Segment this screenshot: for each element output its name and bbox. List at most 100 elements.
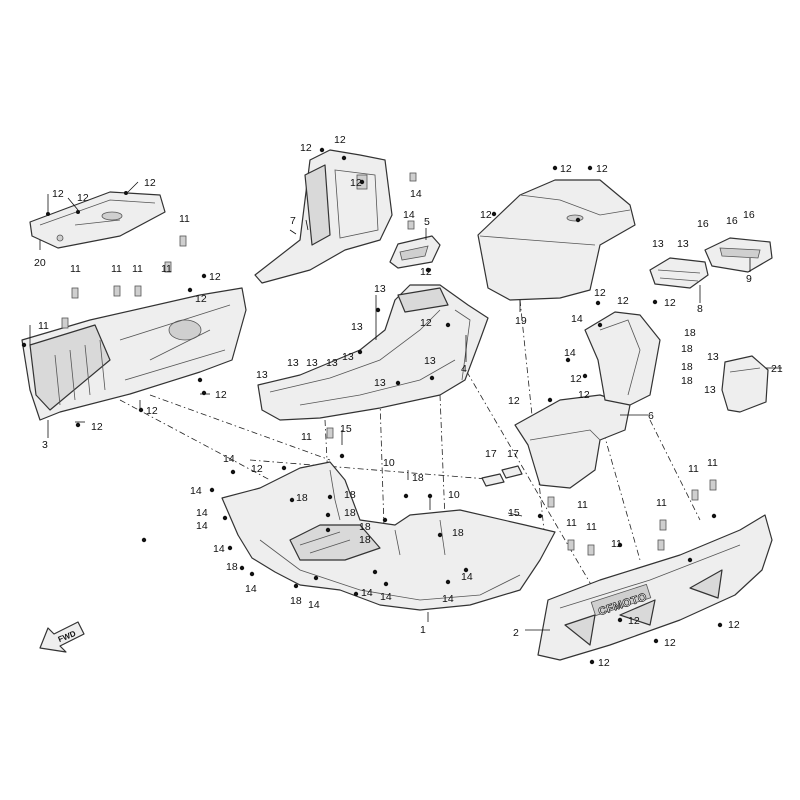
callout-12q: 12: [617, 295, 629, 307]
callout-12u: 12: [578, 389, 590, 401]
callout-2: 2: [513, 627, 519, 639]
part-6-right-bracket: [514, 311, 661, 489]
callout-15b: 15: [508, 507, 520, 519]
leader-lines: [29, 181, 782, 631]
callout-12f: 12: [215, 389, 227, 401]
part-3-left-side-panel: [21, 287, 247, 421]
callout-13d: 13: [326, 357, 338, 369]
callout-12b: 12: [77, 192, 89, 204]
callout-11f: 11: [38, 320, 49, 332]
part-4-center-console: [257, 284, 489, 421]
callout-18h: 18: [226, 561, 238, 573]
callout-15a: 15: [340, 423, 352, 435]
part-19-storage-box: [477, 179, 636, 301]
part-1-floor-tub: [221, 461, 556, 611]
callout-12w: 12: [251, 463, 263, 475]
callout-12v: 12: [508, 395, 520, 407]
part-5-switch-panel: [389, 235, 441, 269]
callout-12i: 12: [334, 134, 346, 146]
callout-14a: 14: [410, 188, 422, 200]
callout-18c: 18: [344, 489, 356, 501]
fastener-dots: [21, 147, 723, 665]
callout-13h: 13: [374, 377, 386, 389]
callout-12aa: 12: [598, 657, 610, 669]
callout-18j: 18: [684, 327, 696, 339]
callout-numbers: 1 2 3 4 5 6 7 8 9 10 10 13 13 13 13 13 1…: [34, 134, 783, 669]
fastener-icons: [61, 172, 717, 556]
callout-14d: 14: [564, 347, 576, 359]
callout-21: 21: [771, 363, 783, 375]
callout-12h: 12: [91, 421, 103, 433]
callout-16b: 16: [726, 215, 738, 227]
part-21-side-cover: [721, 355, 769, 413]
callout-18l: 18: [681, 361, 693, 373]
callout-12e: 12: [195, 293, 207, 305]
callout-17b: 17: [507, 448, 519, 460]
callout-14b: 14: [403, 209, 415, 221]
callout-14n: 14: [442, 593, 454, 605]
callout-14i: 14: [213, 543, 225, 555]
callout-11m: 11: [688, 463, 699, 475]
fwd-arrow-icon: FWD: [39, 621, 85, 653]
callout-5: 5: [424, 216, 430, 228]
callout-11l: 11: [656, 497, 667, 509]
callout-13k: 13: [677, 238, 689, 250]
callout-3: 3: [42, 439, 48, 451]
callout-4: 4: [461, 363, 467, 375]
callout-7: 7: [290, 215, 296, 227]
callout-14c: 14: [571, 313, 583, 325]
part-9-cushion: [704, 237, 773, 273]
callout-9: 9: [746, 273, 752, 285]
callout-10b: 10: [448, 489, 460, 501]
callout-12r: 12: [664, 297, 676, 309]
callout-14l: 14: [361, 587, 373, 599]
callout-13a: 13: [374, 283, 386, 295]
callout-14k: 14: [308, 599, 320, 611]
callout-12l: 12: [420, 266, 432, 278]
callout-13l: 13: [707, 351, 719, 363]
callout-13j: 13: [652, 238, 664, 250]
callout-14h: 14: [196, 520, 208, 532]
callout-8: 8: [697, 303, 703, 315]
callout-14e: 14: [223, 453, 235, 465]
callout-16c: 16: [743, 209, 755, 221]
callout-14g: 14: [196, 507, 208, 519]
callout-12k: 12: [350, 177, 362, 189]
callout-13g: 13: [256, 369, 268, 381]
callout-18i: 18: [290, 595, 302, 607]
callout-12g: 12: [146, 405, 158, 417]
callout-13c: 13: [342, 351, 354, 363]
callout-6: 6: [648, 410, 654, 422]
callout-12c: 12: [144, 177, 156, 189]
callout-12a: 12: [52, 188, 64, 200]
callout-13m: 13: [704, 384, 716, 396]
callout-11h: 11: [577, 499, 588, 511]
callout-11k: 11: [611, 538, 622, 550]
callout-14o: 14: [461, 571, 473, 583]
callout-12z: 12: [728, 619, 740, 631]
callout-11c: 11: [111, 263, 122, 275]
callout-11e: 11: [161, 263, 172, 275]
callout-14m: 14: [380, 591, 392, 603]
callout-13e: 13: [306, 357, 318, 369]
callout-18e: 18: [359, 521, 371, 533]
callout-11g: 11: [301, 431, 312, 443]
part-7-console-bracket: [254, 149, 393, 284]
callout-12x: 12: [628, 615, 640, 627]
callout-14j: 14: [245, 583, 257, 595]
part-2-right-side-panel: CFMOTO: [537, 514, 773, 661]
callout-12y: 12: [664, 637, 676, 649]
part-17-pads: [481, 465, 523, 487]
callout-12o: 12: [480, 209, 492, 221]
callout-18m: 18: [681, 375, 693, 387]
callout-19: 19: [515, 315, 527, 327]
callout-18f: 18: [359, 534, 371, 546]
callout-12d: 12: [209, 271, 221, 283]
callout-11b: 11: [70, 263, 81, 275]
callout-12s: 12: [420, 317, 432, 329]
callout-12t: 12: [570, 373, 582, 385]
callout-12p: 12: [594, 287, 606, 299]
callout-18b: 18: [296, 492, 308, 504]
part-20-front-plate: [29, 191, 166, 249]
callout-10a: 10: [383, 457, 395, 469]
